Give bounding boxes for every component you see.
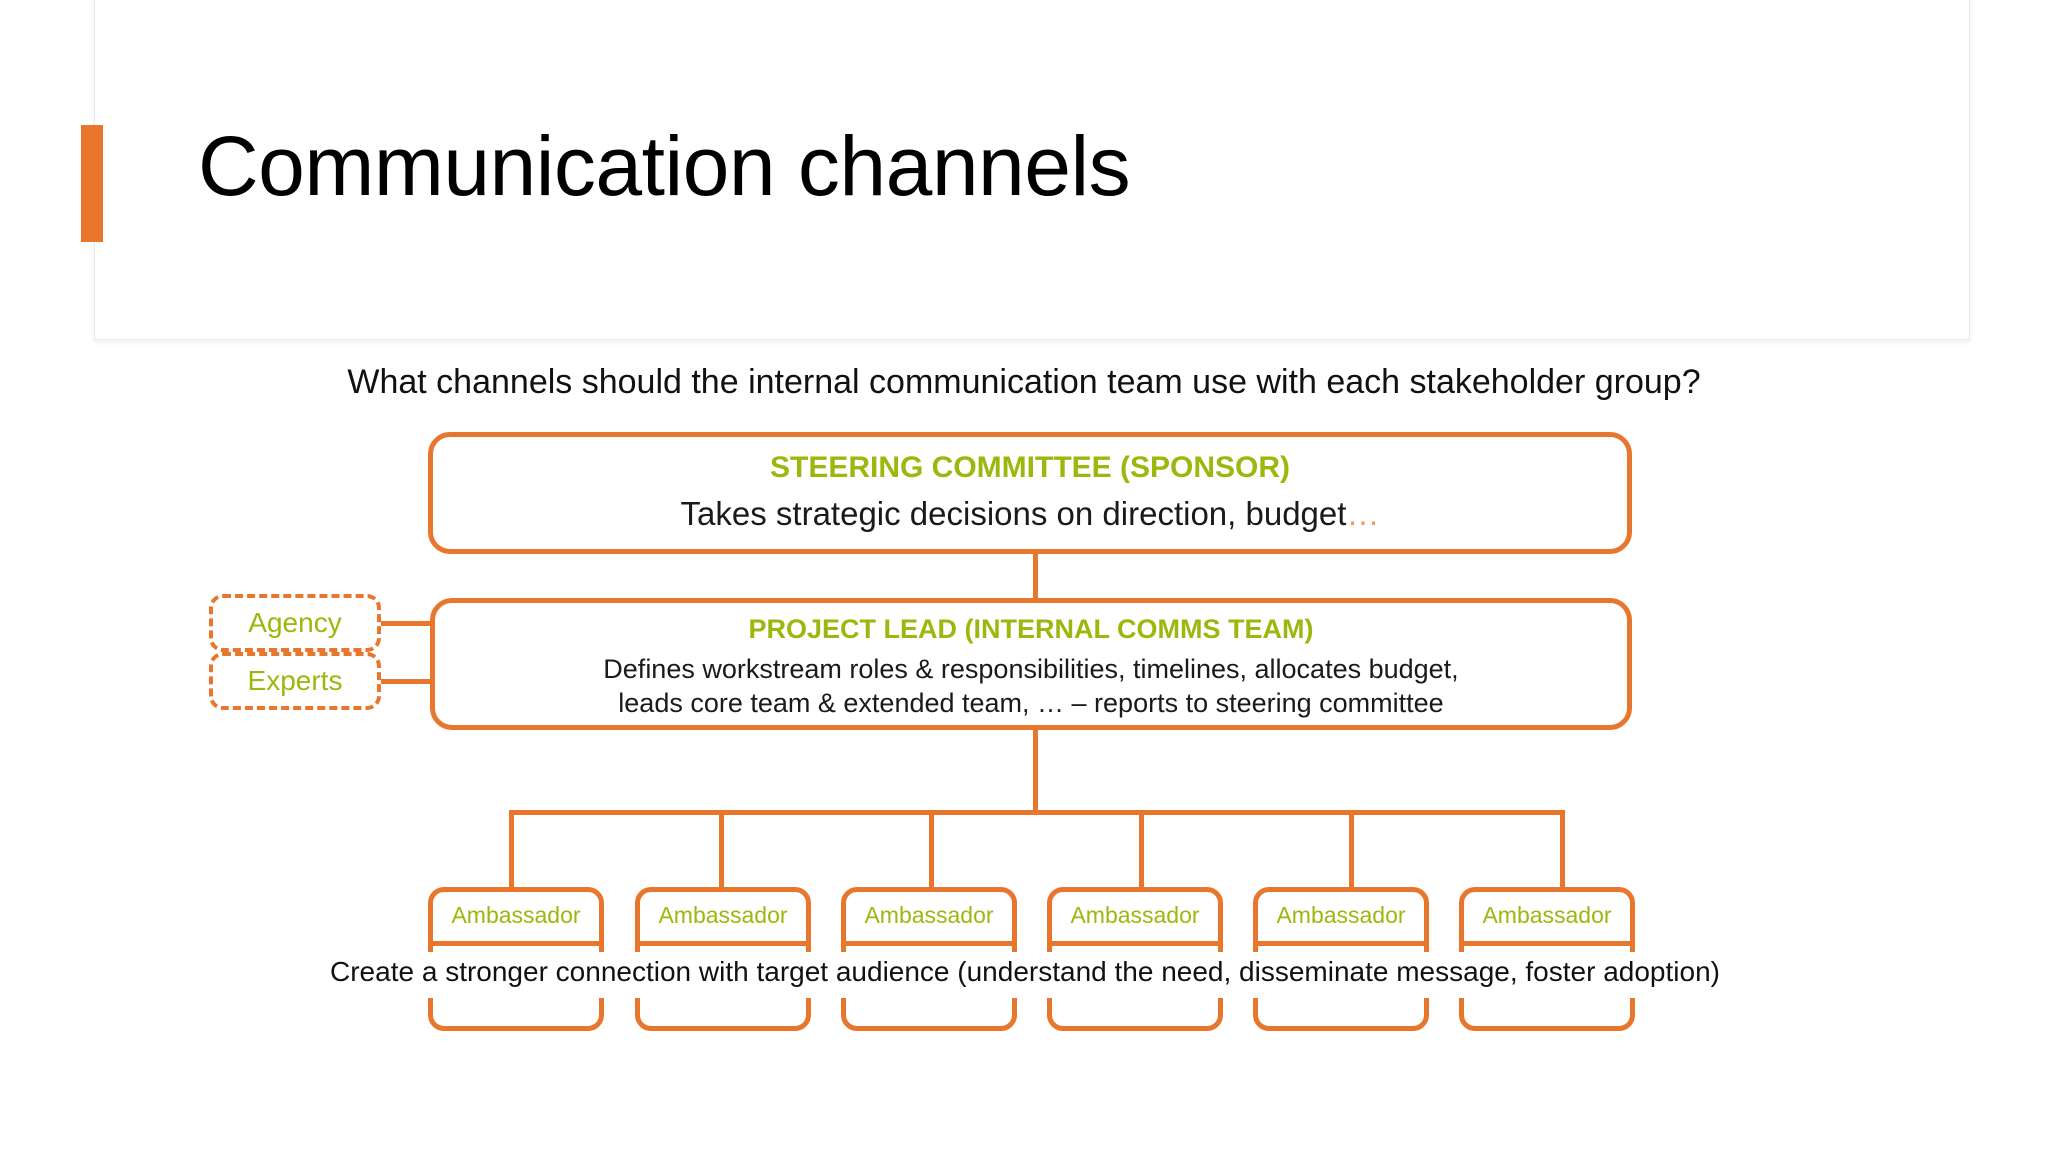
connector-lead-to-bus [1033,726,1038,814]
connector-drop-ambassador-1 [509,810,514,890]
ambassador-label-2: Ambassador [658,902,788,928]
agency-box[interactable]: Agency [209,594,381,652]
ambassador-label-3: Ambassador [864,902,994,928]
connector-agency-to-lead [381,621,435,626]
connector-experts-to-lead [381,679,435,684]
ambassador-divider-6 [1459,941,1635,946]
experts-label: Experts [247,665,343,696]
ambassador-description-text: Create a stronger connection with target… [330,956,1720,987]
ambassador-description-band: Create a stronger connection with target… [300,952,1750,998]
steering-committee-description: Takes strategic decisions on direction, … [433,495,1627,533]
connector-ambassador-bus [509,810,1565,815]
connector-drop-ambassador-6 [1560,810,1565,890]
connector-steering-to-lead [1033,548,1038,604]
ambassador-divider-1 [428,941,604,946]
experts-box[interactable]: Experts [209,652,381,710]
ambassador-label-5: Ambassador [1276,902,1406,928]
project-lead-box[interactable]: PROJECT LEAD (INTERNAL COMMS TEAM) Defin… [430,598,1632,730]
steering-committee-title: STEERING COMMITTEE (SPONSOR) [769,451,1291,484]
project-lead-description-line-1: Defines workstream roles & responsibilit… [603,654,1459,684]
subtitle-question: What channels should the internal commun… [347,363,1701,401]
project-lead-description: Defines workstream roles & responsibilit… [435,652,1627,720]
ambassador-divider-2 [635,941,811,946]
ambassador-divider-5 [1253,941,1429,946]
agency-label: Agency [248,607,342,638]
connector-drop-ambassador-2 [719,810,724,890]
ambassador-divider-4 [1047,941,1223,946]
ambassador-divider-3 [841,941,1017,946]
ambassador-label-6: Ambassador [1482,902,1612,928]
connector-drop-ambassador-5 [1349,810,1354,890]
steering-committee-box[interactable]: STEERING COMMITTEE (SPONSOR) Takes strat… [428,432,1632,554]
title-accent-bar [81,125,103,242]
project-lead-title: PROJECT LEAD (INTERNAL COMMS TEAM) [748,614,1314,644]
project-lead-description-line-2: leads core team & extended team, … – rep… [618,688,1444,719]
ambassador-label-1: Ambassador [451,902,581,928]
connector-drop-ambassador-4 [1139,810,1144,890]
title-frame [94,0,1970,340]
ambassador-label-4: Ambassador [1070,902,1200,928]
steering-committee-description-text: Takes strategic decisions on direction, … [680,495,1347,532]
page-title: Communication channels [198,119,1131,213]
steering-committee-description-ellipsis: … [1346,495,1380,532]
connector-drop-ambassador-3 [929,810,934,890]
